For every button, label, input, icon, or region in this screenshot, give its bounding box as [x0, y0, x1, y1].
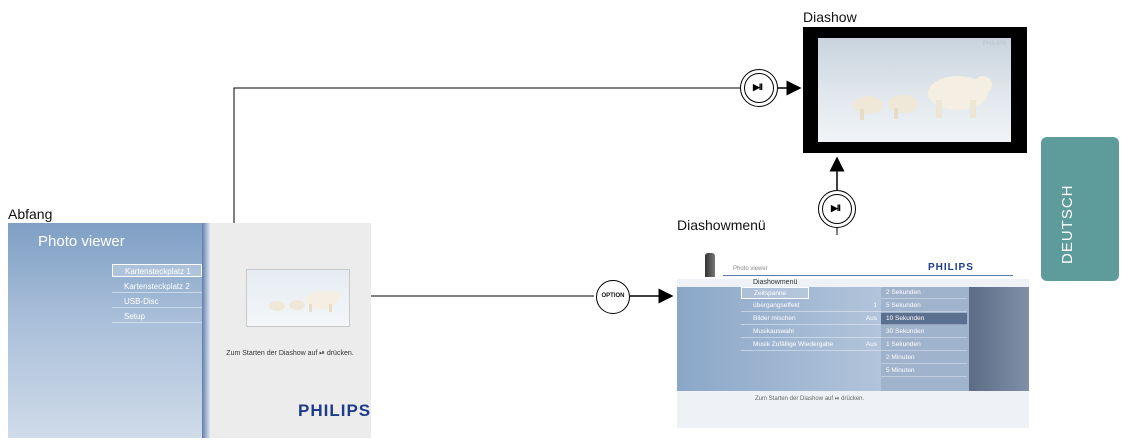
menu-item-card-slot-2[interactable]: Kartensteckplatz 2 [112, 280, 202, 293]
play-pause-icon: ▶II [753, 82, 763, 92]
option-button[interactable]: OPTION [596, 280, 630, 314]
philips-logo: PHILIPS [298, 401, 371, 420]
option-label: übergangseffekt [753, 302, 800, 309]
photo-watermark: PHILIPS [982, 41, 1006, 47]
caption-diashowmenu: Diashowmenü [677, 217, 766, 233]
language-tab [1041, 137, 1119, 281]
abfang-divider [202, 223, 210, 438]
value-item[interactable]: 30 Sekunden [881, 326, 967, 338]
value-item-selected[interactable]: 10 Sekunden [881, 313, 967, 325]
menu-header [677, 235, 1029, 279]
menu-subtitle: Diashowmenü [753, 279, 798, 286]
breadcrumb: Photo viewer [733, 266, 768, 272]
header-divider [723, 275, 1013, 276]
option-zeitspanne[interactable]: Zeitspanne [741, 287, 809, 299]
play-pause-button-menu[interactable]: ▶II [818, 190, 856, 228]
caption-abfang: Abfang [8, 206, 53, 222]
slideshow-menu-screen: Photo viewer PHILIPS Diashowmenü Zeitspa… [677, 235, 1029, 428]
language-tab-label: DEUTSCH [1059, 184, 1076, 264]
value-item[interactable]: 2 Minuten [881, 352, 967, 364]
play-pause-button[interactable]: ▶II [740, 69, 778, 107]
option-bilder-mischen[interactable]: Bilder mischen Aus [741, 313, 881, 325]
option-uebergangseffekt[interactable]: übergangseffekt 1 [741, 300, 881, 312]
menu-item-setup[interactable]: Setup [112, 310, 202, 323]
option-label: Bilder mischen [753, 315, 796, 322]
abfang-screen: Photo viewer Kartensteckplatz 1 Kartenst… [8, 223, 371, 438]
abfang-sidebar [8, 223, 208, 438]
menu-item-usb-disc[interactable]: USB-Disc [112, 295, 202, 308]
value-item[interactable]: 1 Sekunden [881, 339, 967, 351]
option-musikauswahl[interactable]: Musikauswahl [741, 326, 881, 338]
polar-bear-image [269, 291, 340, 312]
values-column [881, 287, 969, 391]
option-value: Aus [865, 341, 877, 348]
device-icon [705, 253, 715, 277]
play-pause-icon: ▶II [831, 203, 841, 213]
preview-column [969, 287, 1029, 391]
option-label: Musik Zufällige Wiedergabe [753, 341, 834, 348]
option-value: 1 [873, 302, 877, 309]
option-musik-zufaellig[interactable]: Musik Zufällige Wiedergabe Aus [741, 339, 881, 351]
polar-bear-image [853, 76, 992, 120]
start-hint: Zum Starten der Diashow auf ⏯ drücken. [226, 350, 354, 357]
photo-thumbnail [246, 269, 350, 327]
option-value: Aus [865, 315, 877, 322]
option-label: Musikauswahl [753, 328, 794, 335]
option-label: Zeitspanne [754, 290, 787, 297]
page-title: Photo viewer [38, 233, 125, 250]
value-item[interactable]: 2 Sekunden [881, 287, 967, 299]
caption-diashow: Diashow [803, 9, 857, 25]
option-button-label: OPTION [601, 293, 625, 299]
slideshow-photo: PHILIPS [818, 38, 1011, 142]
value-item[interactable]: 5 Sekunden [881, 300, 967, 312]
start-hint: Zum Starten der Diashow auf ⏯ drücken. [755, 396, 865, 402]
philips-logo: PHILIPS [928, 262, 974, 273]
diashow-screen: PHILIPS [803, 27, 1027, 153]
menu-item-card-slot-1[interactable]: Kartensteckplatz 1 [112, 264, 202, 277]
value-item[interactable]: 5 Minuten [881, 365, 967, 377]
